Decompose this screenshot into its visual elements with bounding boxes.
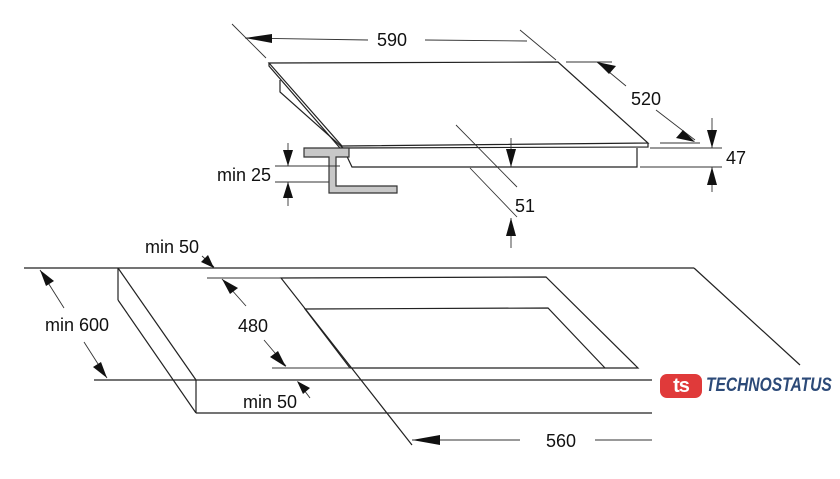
arrow-icon [676, 130, 695, 142]
dimension-min-25: min 25 [217, 143, 340, 206]
arrow-icon [707, 130, 717, 148]
dimension-520: 520 [566, 61, 700, 144]
worktop [24, 267, 801, 446]
dimension-min-50-back: min 50 [145, 237, 215, 268]
cutout-inner [303, 307, 606, 369]
front-margin-label: min 50 [243, 392, 297, 412]
hob-glass-edge [268, 63, 649, 149]
hob-width-label: 590 [377, 30, 407, 50]
dimension-47: 47 [640, 118, 746, 192]
cutout-width-label: 560 [546, 431, 576, 451]
hob [267, 61, 650, 194]
arrow-icon [222, 279, 238, 294]
arrow-icon [283, 150, 293, 166]
technostatus-logo: ts TECHNOSTATUS [660, 374, 840, 398]
dimension-480: 480 [221, 278, 287, 367]
hob-depth-label: 520 [631, 89, 661, 109]
arrow-icon [201, 255, 214, 268]
arrow-icon [707, 167, 717, 185]
arrow-icon [597, 62, 616, 74]
clearance-label: 51 [515, 196, 535, 216]
dimension-560: 560 [412, 431, 652, 451]
arrow-icon [93, 362, 107, 378]
arrow-icon [506, 149, 516, 167]
bracket-clearance-label: min 25 [217, 165, 271, 185]
worktop-depth-label: min 600 [45, 315, 109, 335]
logo-mark: ts [660, 374, 702, 398]
dimension-51: 51 [455, 124, 535, 248]
dimension-min-50-front: min 50 [243, 381, 311, 412]
mounting-bracket [303, 147, 398, 194]
arrow-icon [506, 218, 516, 236]
arrow-icon [297, 381, 310, 394]
hob-height-label: 47 [726, 148, 746, 168]
arrow-icon [270, 351, 286, 367]
arrow-icon [412, 435, 440, 445]
logo-text: TECHNOSTATUS [706, 375, 832, 396]
cutout-depth-label: 480 [238, 316, 268, 336]
arrow-icon [283, 182, 293, 198]
arrow-icon [245, 34, 272, 43]
dimension-min-600: min 600 [39, 269, 109, 379]
back-margin-label: min 50 [145, 237, 199, 257]
cutout [279, 276, 640, 446]
dimension-590: 590 [231, 23, 557, 61]
arrow-icon [40, 270, 54, 286]
